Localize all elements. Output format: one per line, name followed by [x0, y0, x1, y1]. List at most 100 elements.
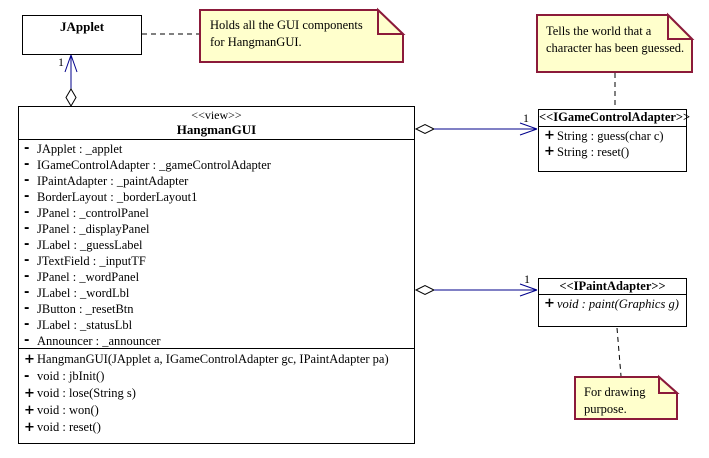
method-text: String : reset() [557, 144, 630, 159]
field-row[interactable]: - IPaintAdapter : _paintAdapter [19, 173, 414, 189]
note-shape-draw[interactable] [574, 374, 680, 420]
visibility-marker: - [24, 205, 30, 220]
field-text: JButton : _resetBtn [37, 301, 134, 316]
note-link-ipaint[interactable] [616, 327, 622, 377]
field-text: JLabel : _statusLbl [37, 317, 133, 332]
class-title: JApplet [59, 19, 105, 34]
class-title: HangmanGUI [176, 122, 257, 137]
class-stereotype: <<view>> [191, 108, 242, 122]
visibility-marker: + [24, 351, 35, 367]
note-fold-icon [667, 12, 695, 40]
diamond-icon [65, 88, 77, 107]
visibility-marker: - [24, 301, 30, 316]
visibility-marker: + [544, 144, 555, 159]
method-text: String : guess(char c) [557, 128, 664, 143]
note-text-draw: For drawing purpose. [584, 385, 646, 416]
class-header: <<view>> HangmanGUI [19, 107, 414, 139]
note-text-gui: Holds all the GUI components for Hangman… [210, 18, 363, 49]
method-text: void : lose(String s) [37, 386, 136, 400]
arrowhead-icon [519, 122, 538, 136]
visibility-marker: + [24, 402, 35, 418]
field-text: JLabel : _wordLbl [37, 285, 130, 300]
visibility-marker: - [24, 173, 30, 188]
methods-compartment: + void : paint(Graphics g) [539, 294, 686, 312]
field-row[interactable]: - JLabel : _guessLabel [19, 237, 414, 253]
field-text: JTextField : _inputTF [37, 253, 146, 268]
method-row[interactable]: + void : lose(String s) [19, 385, 414, 402]
fields-compartment: - JApplet : _applet - IGameControlAdapte… [19, 139, 414, 348]
visibility-marker: - [24, 221, 30, 236]
method-text: void : paint(Graphics g) [557, 296, 679, 311]
field-row[interactable]: - JButton : _resetBtn [19, 301, 414, 317]
field-row[interactable]: - JTextField : _inputTF [19, 253, 414, 269]
field-row[interactable]: - Announcer : _announcer [19, 333, 414, 349]
visibility-marker: - [24, 368, 30, 384]
method-text: void : jbInit() [37, 369, 105, 383]
field-row[interactable]: - IGameControlAdapter : _gameControlAdap… [19, 157, 414, 173]
field-text: IGameControlAdapter : _gameControlAdapte… [37, 157, 271, 172]
field-text: BorderLayout : _borderLayout1 [37, 189, 198, 204]
visibility-marker: - [24, 141, 30, 156]
field-text: JPanel : _controlPanel [37, 205, 149, 220]
field-text: JPanel : _displayPanel [37, 221, 150, 236]
field-text: Announcer : _announcer [37, 333, 161, 348]
aggregation-igamecontrol[interactable] [414, 122, 538, 136]
note-fold-icon [377, 7, 406, 35]
visibility-marker: + [544, 296, 555, 311]
class-title: <<IGameControlAdapter>> [539, 110, 691, 124]
visibility-marker: - [24, 237, 30, 252]
field-row[interactable]: - JPanel : _controlPanel [19, 205, 414, 221]
method-text: void : won() [37, 403, 99, 417]
field-row[interactable]: - JPanel : _wordPanel [19, 269, 414, 285]
note-fold-icon [658, 374, 680, 394]
diamond-icon [414, 284, 436, 296]
method-row[interactable]: + String : reset() [539, 144, 686, 160]
visibility-marker: - [24, 157, 30, 172]
arrowhead-icon [519, 283, 538, 297]
multiplicity-ipaint: 1 [524, 272, 530, 286]
method-text: HangmanGUI(JApplet a, IGameControlAdapte… [37, 352, 389, 366]
method-row[interactable]: + void : reset() [19, 419, 414, 436]
aggregation-japplet[interactable] [64, 54, 78, 107]
visibility-marker: + [24, 385, 35, 401]
visibility-marker: - [24, 317, 30, 332]
class-title: <<IPaintAdapter>> [559, 279, 666, 293]
visibility-marker: - [24, 269, 30, 284]
multiplicity-igame: 1 [523, 111, 529, 125]
class-hangmangui[interactable]: <<view>> HangmanGUI - JApplet : _applet … [18, 106, 415, 444]
method-text: void : reset() [37, 420, 101, 434]
class-japplet[interactable]: JApplet [22, 15, 142, 55]
class-igamecontroladapter[interactable]: <<IGameControlAdapter>> + String : guess… [538, 109, 691, 172]
multiplicity-japplet: 1 [58, 55, 64, 69]
visibility-marker: - [24, 253, 30, 268]
method-row[interactable]: + String : guess(char c) [539, 128, 686, 144]
methods-compartment: + String : guess(char c) + String : rese… [539, 126, 686, 160]
diamond-icon [414, 123, 436, 135]
visibility-marker: + [24, 419, 35, 435]
field-row[interactable]: - JApplet : _applet [19, 141, 414, 157]
field-row[interactable]: - BorderLayout : _borderLayout1 [19, 189, 414, 205]
field-row[interactable]: - JPanel : _displayPanel [19, 221, 414, 237]
field-row[interactable]: - JLabel : _wordLbl [19, 285, 414, 301]
method-row[interactable]: + void : won() [19, 402, 414, 419]
field-text: JPanel : _wordPanel [37, 269, 140, 284]
arrowhead-icon [64, 54, 78, 73]
visibility-marker: - [24, 189, 30, 204]
field-text: JLabel : _guessLabel [37, 237, 143, 252]
aggregation-ipaint[interactable] [414, 283, 538, 297]
method-row[interactable]: + void : paint(Graphics g) [539, 296, 686, 312]
method-row[interactable]: + HangmanGUI(JApplet a, IGameControlAdap… [19, 351, 414, 368]
visibility-marker: + [544, 128, 555, 143]
note-text-guess: Tells the world that a character has bee… [546, 24, 685, 55]
visibility-marker: - [24, 285, 30, 300]
visibility-marker: - [24, 333, 30, 348]
field-row[interactable]: - JLabel : _statusLbl [19, 317, 414, 333]
note-shape-gui[interactable] [199, 7, 406, 63]
note-shape-guess[interactable] [536, 12, 695, 73]
field-text: IPaintAdapter : _paintAdapter [37, 173, 189, 188]
class-ipaintadapter[interactable]: <<IPaintAdapter>> + void : paint(Graphic… [538, 278, 687, 327]
method-row[interactable]: - void : jbInit() [19, 368, 414, 385]
field-text: JApplet : _applet [37, 141, 123, 156]
